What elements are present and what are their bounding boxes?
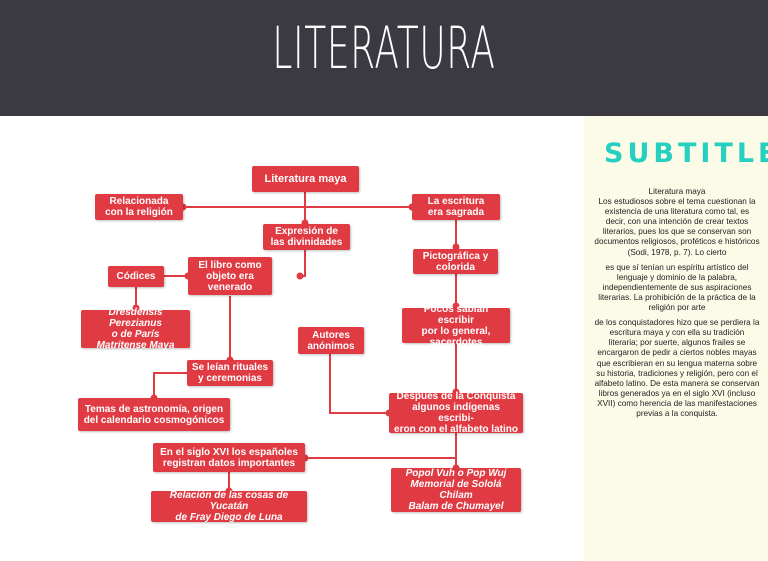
- node-literatura-maya: Literatura maya: [252, 166, 359, 192]
- node-libro-objeto: El libro como objeto era venerado: [188, 257, 272, 295]
- connector-line: [300, 249, 306, 277]
- connector-line: [305, 432, 457, 459]
- node-popol-vuh: Popol Vuh o Pop Wuj Memorial de Sololá C…: [391, 468, 521, 512]
- connector-line: [153, 372, 187, 398]
- node-relacion-yucatan: Relación de las cosas de Yucatán de Fray…: [151, 490, 307, 523]
- sidebar-panel: SUBTITLE Literatura maya Los estudiosos …: [584, 116, 768, 561]
- connector-dot: [132, 304, 140, 312]
- header-bar: LITERATURA: [0, 0, 768, 116]
- node-escritura-sagrada: La escritura era sagrada: [412, 194, 500, 220]
- connector-dot: [296, 272, 304, 280]
- node-astronomia: Temas de astronomía, origen del calendar…: [78, 398, 230, 431]
- node-dresdensis: Dresdensis Perezianus o de París Matrite…: [81, 307, 190, 351]
- node-pocos-sabian: Pocos sabían escribir por lo general, sa…: [402, 304, 510, 348]
- node-autores-anonimos: Autores anónimos: [298, 327, 364, 354]
- connector-dot: [452, 302, 460, 310]
- sidebar-body: Literatura maya Los estudiosos sobre el …: [594, 187, 760, 424]
- node-expresion-divinidades: Expresión de las divinidades: [263, 224, 350, 250]
- sidebar-paragraph: Literatura maya Los estudiosos sobre el …: [594, 187, 760, 257]
- page-title: LITERATURA: [272, 14, 496, 82]
- sidebar-paragraph: de los conquistadores hizo que se perdie…: [594, 318, 760, 418]
- concept-map: Literatura maya Relacionada con la relig…: [0, 116, 584, 561]
- node-relacionada-religion: Relacionada con la religión: [95, 194, 183, 220]
- connector-dot: [452, 243, 460, 251]
- connector-line: [329, 354, 389, 414]
- node-codices: Códices: [108, 266, 164, 287]
- node-pictografica: Pictográfica y colorida: [413, 249, 498, 274]
- sidebar-paragraph: es que sí tenían un espíritu artístico d…: [598, 262, 756, 313]
- node-despues-conquista: Después de la Conquista algunos indígena…: [389, 391, 523, 435]
- node-rituales: Se leían rituales y ceremonias: [187, 360, 273, 386]
- sidebar-subtitle: SUBTITLE: [604, 138, 768, 169]
- node-siglo-xvi: En el siglo XVI los españoles registran …: [153, 443, 305, 472]
